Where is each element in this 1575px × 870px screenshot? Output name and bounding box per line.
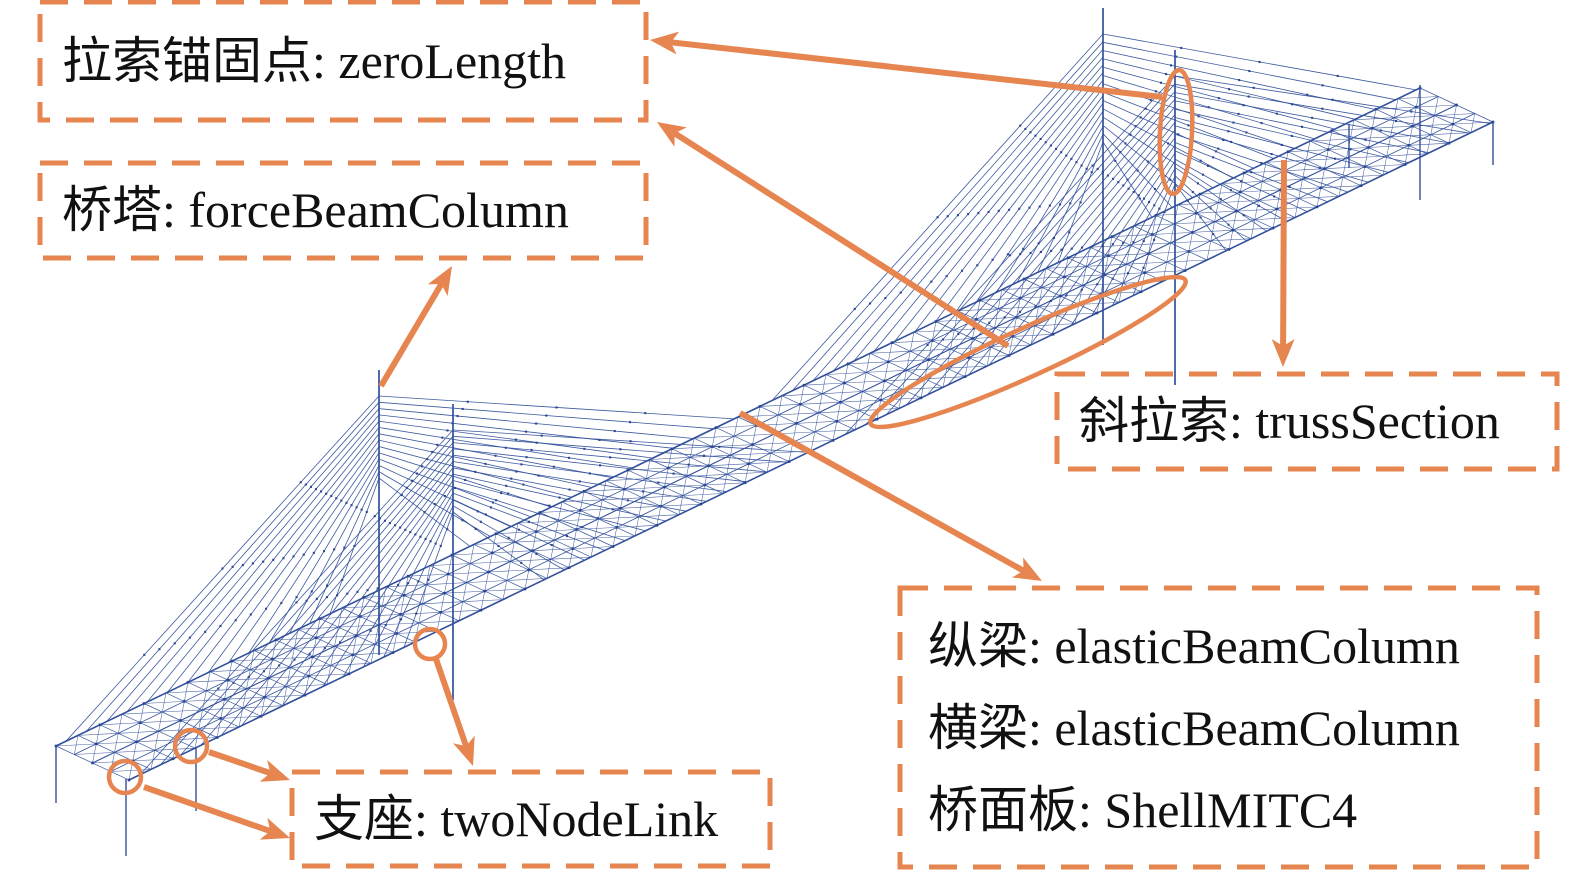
label-deck-crossbeam-text: 横梁: elasticBeamColumn [928, 699, 1460, 756]
label-deck-slab-text: 桥面板: ShellMITC4 [928, 781, 1358, 838]
label-cable-anchor-text: 拉索锚固点: zeroLength [62, 32, 567, 89]
label-stay-cable: 斜拉索: trussSection [1057, 374, 1557, 469]
label-bearing: 支座: twoNodeLink [292, 772, 770, 866]
label-stay-cable-text: 斜拉索: trussSection [1079, 393, 1500, 449]
label-bearing-text: 支座: twoNodeLink [314, 790, 719, 847]
label-deck-girder-text: 纵梁: elasticBeamColumn [928, 617, 1460, 674]
label-tower-text: 桥塔: forceBeamColumn [62, 182, 569, 238]
label-deck-elements: 纵梁: elasticBeamColumn 横梁: elasticBeamCol… [900, 588, 1537, 867]
label-tower: 桥塔: forceBeamColumn [40, 163, 646, 258]
label-cable-anchor: 拉索锚固点: zeroLength [40, 2, 646, 120]
